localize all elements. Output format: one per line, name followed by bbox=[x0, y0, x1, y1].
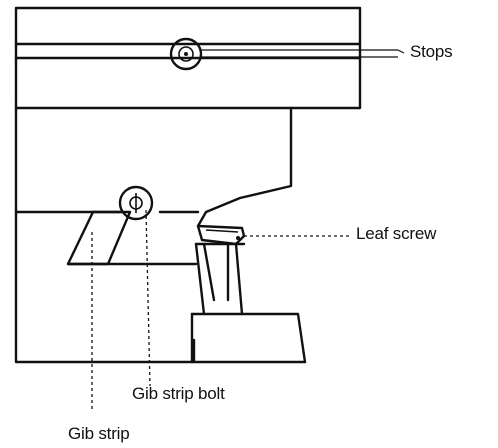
label-stops: Stops bbox=[410, 42, 453, 61]
gib-strip-bolt-leader bbox=[145, 209, 151, 387]
gib-strip-bolt-icon bbox=[118, 185, 154, 221]
stop-screw-icon bbox=[169, 37, 203, 71]
label-leaf-screw: Leaf screw bbox=[356, 224, 437, 243]
leaf-screw-assembly bbox=[194, 224, 246, 316]
main-body bbox=[14, 106, 307, 364]
top-rail bbox=[14, 6, 362, 110]
label-gib-strip: Gib strip bbox=[68, 424, 130, 443]
base-block bbox=[190, 312, 307, 364]
stops-leader bbox=[201, 49, 405, 58]
lower-block bbox=[14, 210, 200, 266]
label-gib-strip-bolt: Gib strip bolt bbox=[132, 384, 225, 403]
